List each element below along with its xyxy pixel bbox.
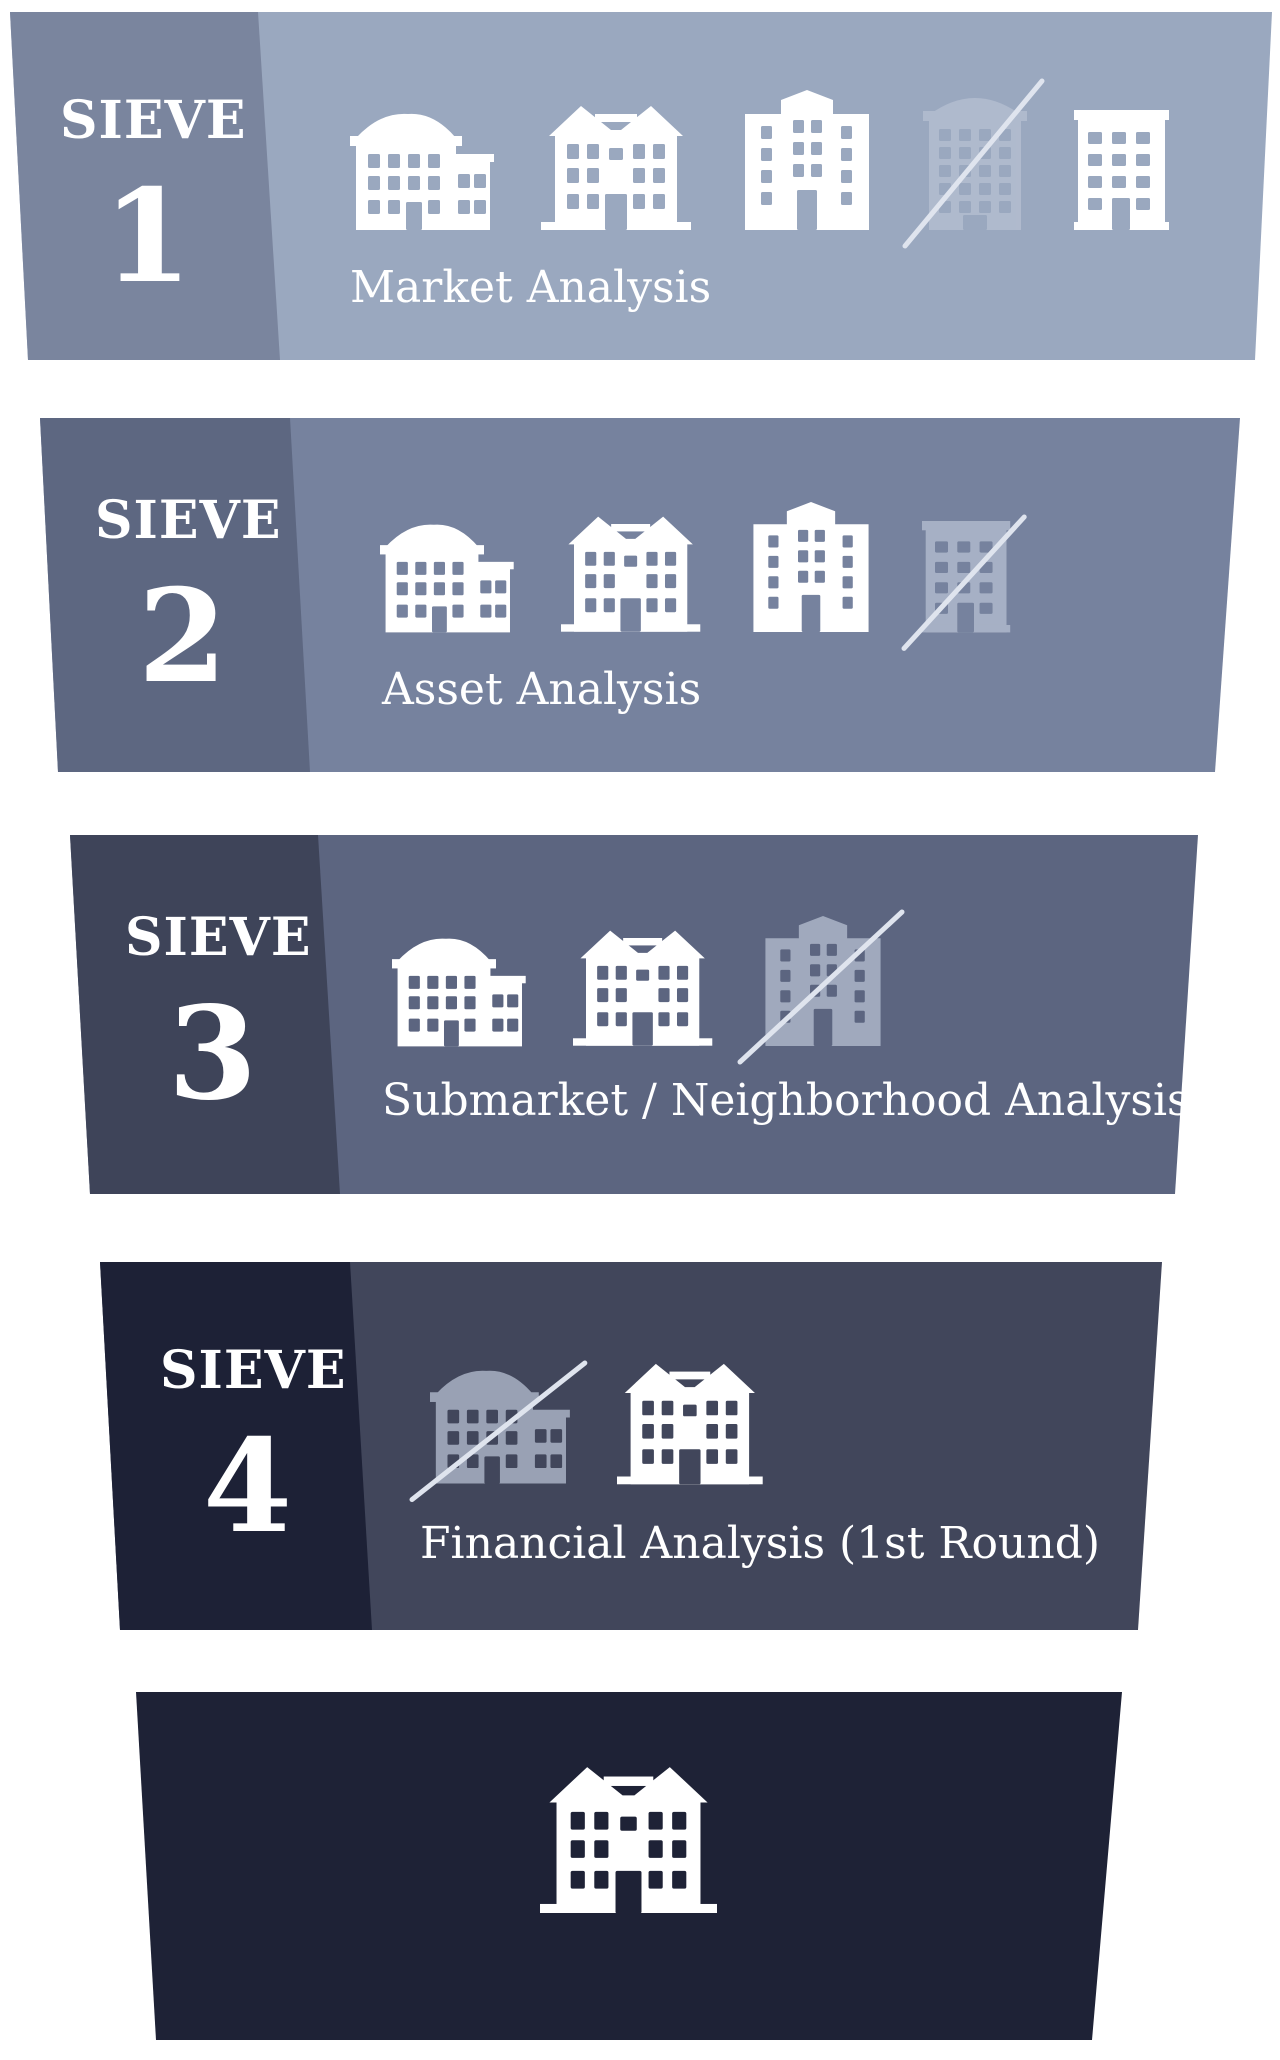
sieve-label: SIEVE 4 [160,1340,347,1562]
sieve-number: 2 [137,562,228,712]
eliminated-strike-line [409,1360,588,1503]
office-building-icon [901,514,1027,651]
mansion-building-icon [616,1358,763,1484]
sieve-caption: Submarket / Neighborhood Analysis [382,1075,1190,1126]
sieve-label: SIEVE 3 [125,907,312,1129]
sieve-number: 3 [167,979,258,1129]
sieve-caption: Financial Analysis (1st Round) [420,1518,1101,1569]
sieve-number: 1 [102,162,193,312]
sieve-word: SIEVE [60,90,247,151]
narrow-building-icon [902,78,1045,249]
eliminated-strike-line [901,514,1027,651]
mansion-building-icon [560,511,700,632]
sieve-word: SIEVE [95,490,282,551]
building-row [409,1338,809,1503]
tall-building-icon [737,90,877,230]
low-building-icon [409,1360,588,1503]
eliminated-strike-line [737,909,905,1065]
low-building-icon [350,110,495,230]
mansion-building-icon [541,100,691,230]
mansion-building-icon [539,1760,717,1917]
tall-building-icon [737,909,905,1065]
building-row [392,906,934,1065]
sieve-caption: Asset Analysis [382,664,702,715]
office-building-icon [1074,110,1169,230]
tall-building-icon [746,502,876,632]
mansion-building-icon [572,925,712,1046]
sieve-label: SIEVE 2 [95,490,282,712]
sieve-word: SIEVE [125,907,312,968]
low-building-icon [380,521,515,632]
building-row [380,492,1056,651]
sieve-word: SIEVE [160,1340,347,1401]
sieve-caption: Market Analysis [350,262,712,313]
eliminated-strike-line [902,78,1045,249]
building-row [350,78,1215,249]
low-building-icon [392,935,527,1046]
sieve-label: SIEVE 1 [60,90,247,312]
sieve-number: 4 [202,1412,293,1562]
